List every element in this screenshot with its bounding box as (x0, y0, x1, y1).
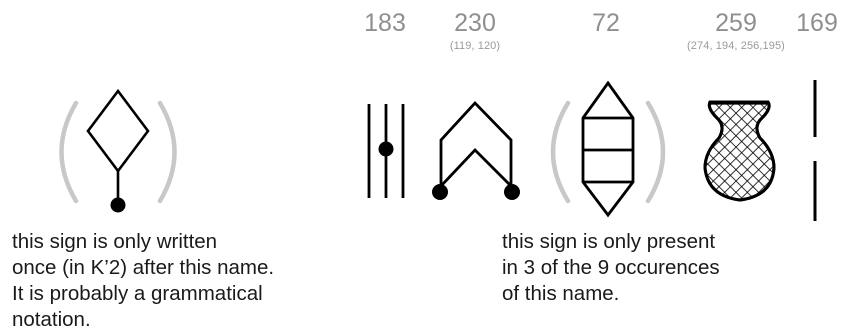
right-note-line-3: of this name. (502, 281, 720, 307)
left-note-line-4: notation. (12, 307, 274, 333)
left-paren-open (62, 103, 77, 201)
right-paren-open (553, 103, 568, 201)
right-paren-close (648, 103, 663, 201)
left-note-line-2: once (in K’2) after this name. (12, 255, 274, 281)
left-note: this sign is only written once (in K’2) … (12, 229, 274, 333)
sign-230-glyph (432, 103, 520, 200)
sign-72-parenthesized (553, 83, 663, 215)
diamond-dot (111, 198, 126, 213)
left-note-line-3: It is probably a grammatical (12, 281, 274, 307)
left-note-line-1: this sign is only written (12, 229, 274, 255)
left-parenthesized-sign (62, 91, 175, 213)
sign-259-glyph (705, 102, 774, 200)
left-paren-close (160, 103, 175, 201)
right-note: this sign is only present in 3 of the 9 … (502, 229, 720, 307)
diamond-sign-icon (88, 91, 148, 171)
sign-183-glyph (369, 104, 403, 198)
right-note-line-2: in 3 of the 9 occurences (502, 255, 720, 281)
right-note-line-1: this sign is only present (502, 229, 720, 255)
